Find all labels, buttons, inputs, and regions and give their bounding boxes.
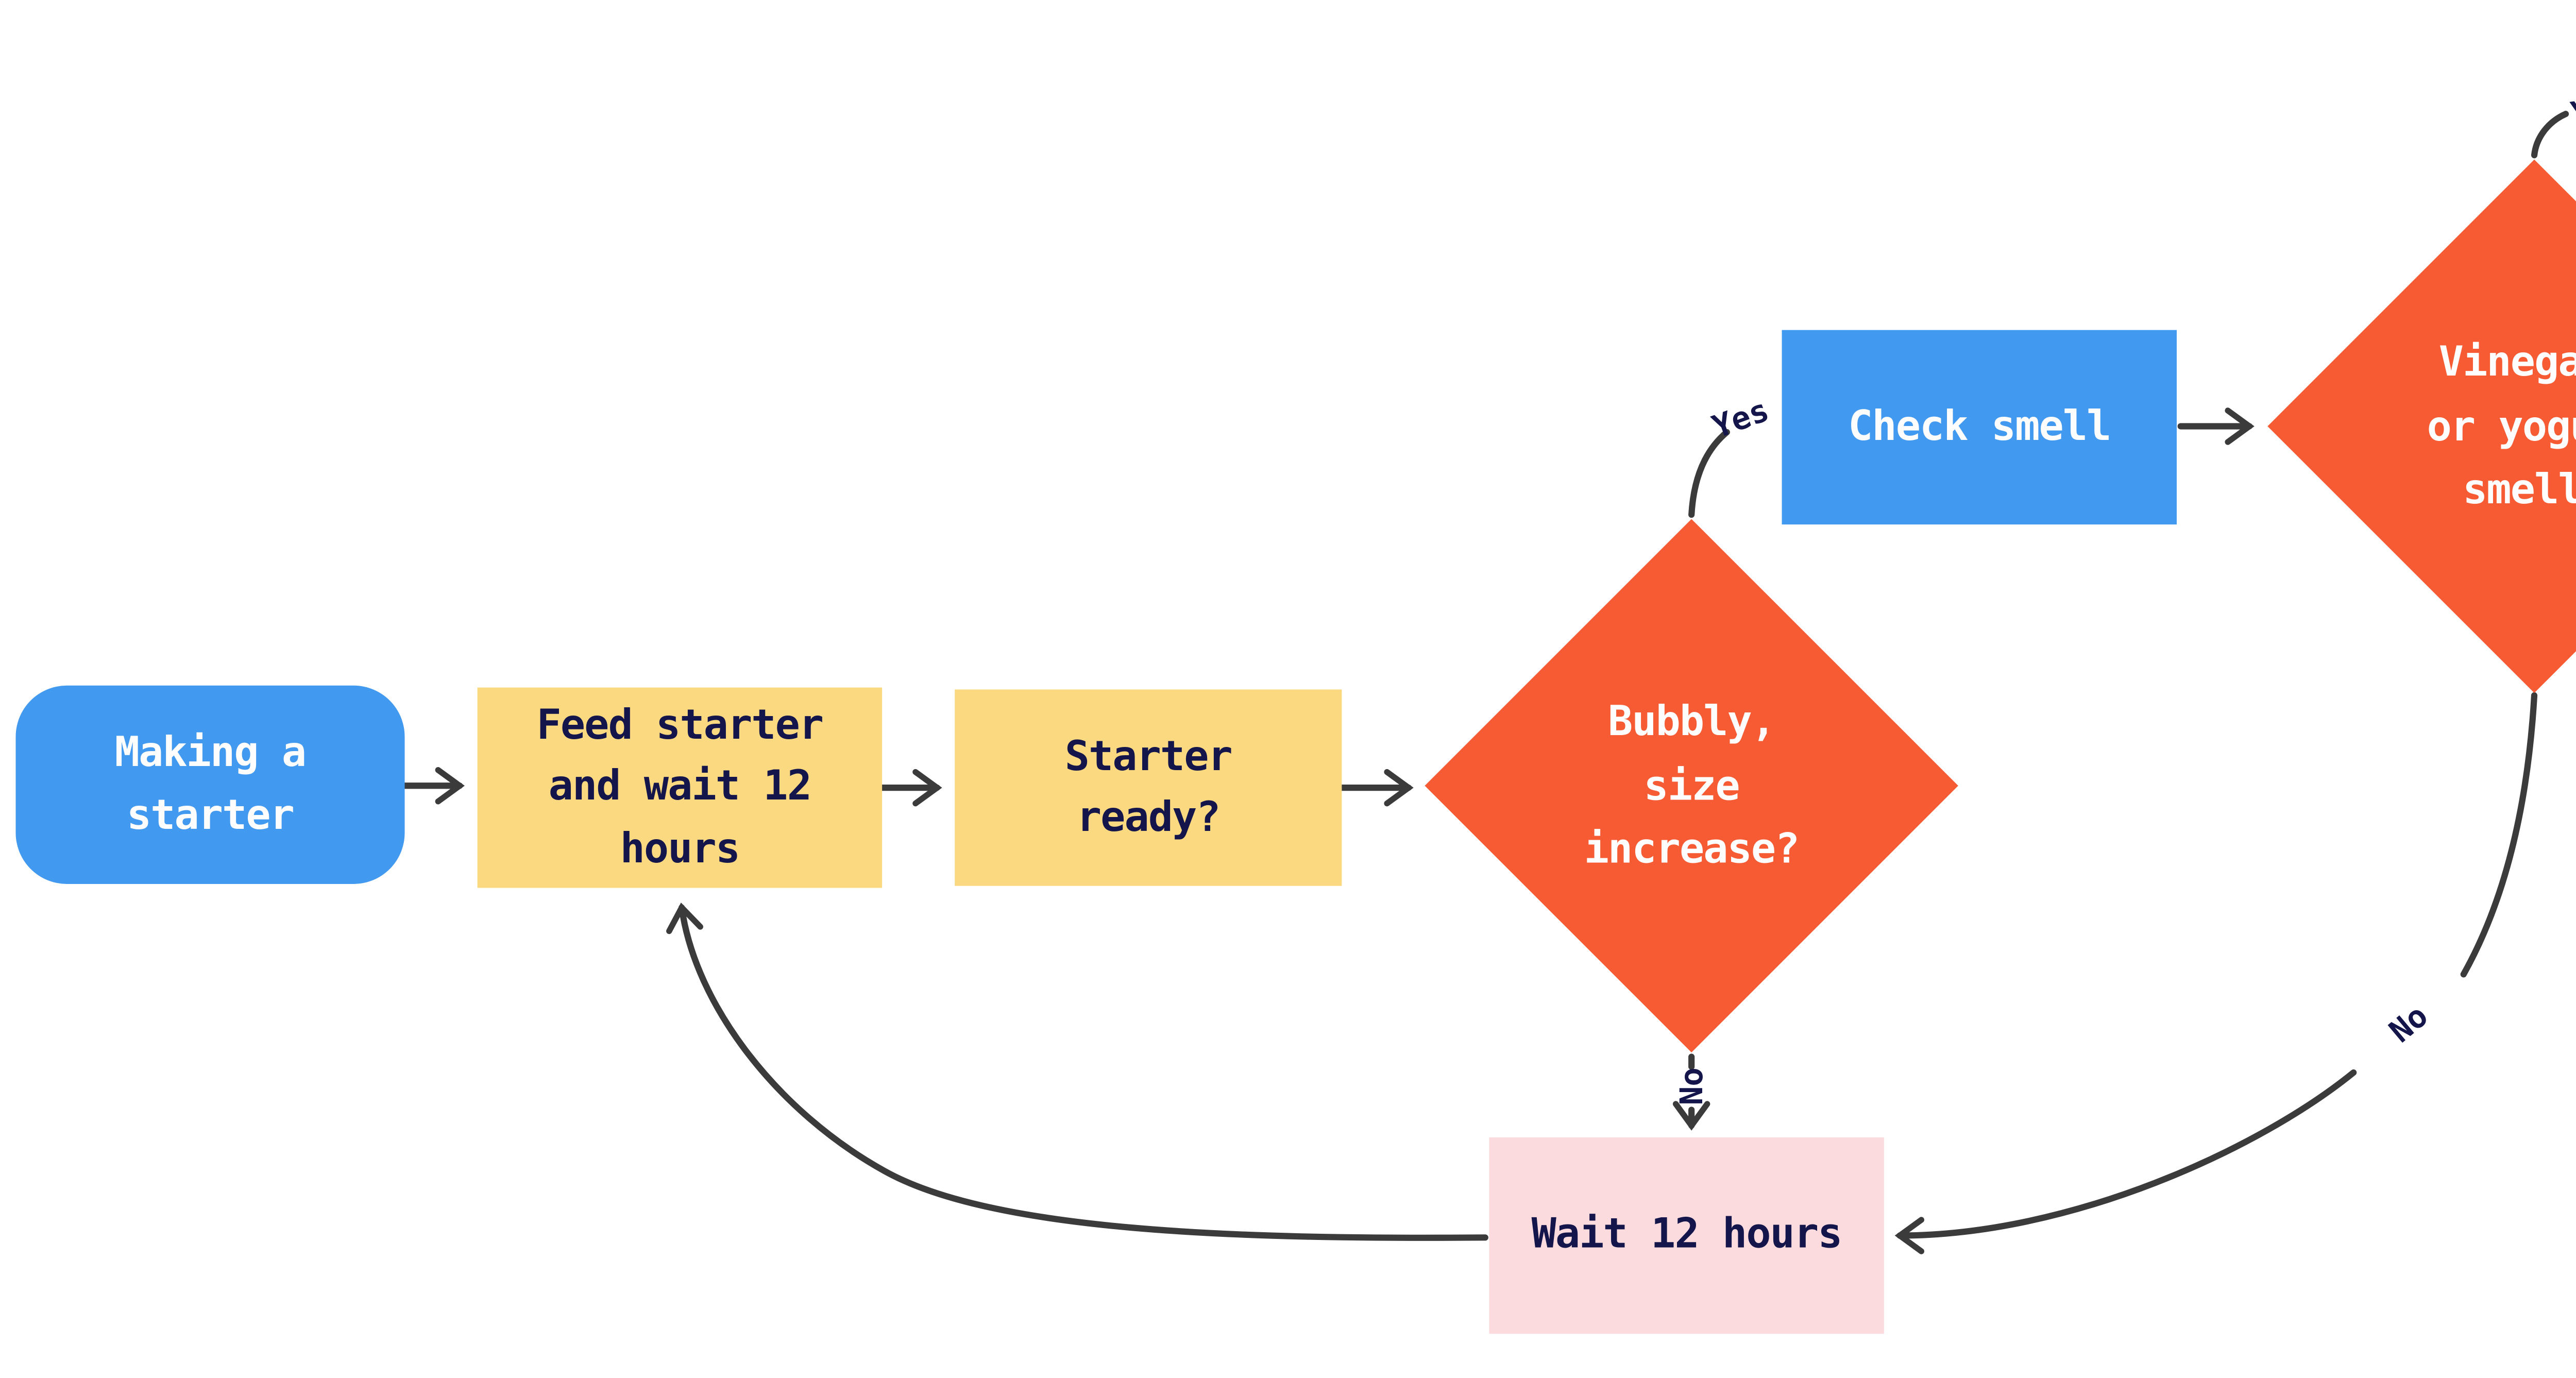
node-label: Bubbly, size increase? (1584, 697, 1799, 873)
node-label: Feed starter and wait 12 hours (536, 701, 824, 872)
node-starter-ready: Starter ready? (955, 689, 1342, 886)
edge-bubbly-to-checksmell-yes (1688, 429, 1730, 518)
node-making-a-starter: Making a starter (15, 685, 405, 884)
edge-vinegary-to-wait-no-upper (2460, 692, 2538, 978)
edge-wait-to-feed-return (666, 903, 1488, 1241)
node-label: Vinegary or yogurt smell? (2427, 338, 2576, 514)
node-label: Making a starter (114, 728, 307, 838)
node-feed-starter: Feed starter and wait 12 hours (477, 687, 883, 888)
node-wait-12-hours: Wait 12 hours (1489, 1137, 1884, 1334)
edge-label-no-bubbly: No (1672, 1067, 1710, 1105)
node-label: Wait 12 hours (1531, 1210, 1843, 1258)
node-label: Starter ready? (1064, 731, 1233, 841)
edge-vinegary-to-dough-yes-curve (2531, 111, 2569, 159)
node-label: Check smell (1848, 402, 2111, 450)
node-check-smell: Check smell (1782, 330, 2177, 525)
edge-vinegary-to-wait-no-lower (1894, 1069, 2357, 1254)
